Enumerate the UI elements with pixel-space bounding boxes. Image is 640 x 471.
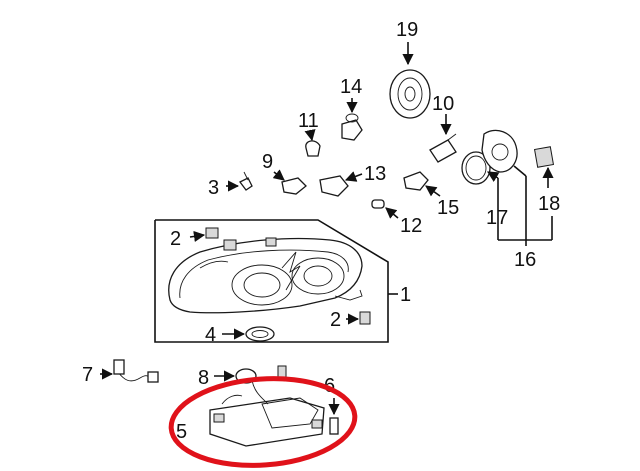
hid-bulb-10 <box>429 114 457 163</box>
callout-9: 9 <box>262 151 273 173</box>
bulb-14 <box>341 98 363 141</box>
callout-4: 4 <box>205 324 216 346</box>
callout-3: 3 <box>208 177 219 199</box>
ballast-unit-5 <box>209 365 325 447</box>
gasket-ring <box>222 326 275 342</box>
callout-11: 11 <box>298 110 319 132</box>
callout-8: 8 <box>198 367 209 389</box>
callout-16: 16 <box>514 249 536 271</box>
clip-upper <box>189 227 219 242</box>
seal-ring-17 <box>461 151 500 236</box>
callout-12: 12 <box>400 215 422 237</box>
callout-5: 5 <box>176 421 187 443</box>
wire-harness-7 <box>100 359 159 383</box>
callout-17: 17 <box>486 207 508 229</box>
bulb-12 <box>371 199 399 219</box>
callout-14: 14 <box>340 76 362 98</box>
callout-10: 10 <box>432 93 454 115</box>
callout-2-upper: 2 <box>170 228 181 250</box>
callout-13: 13 <box>364 163 386 185</box>
callout-7: 7 <box>82 364 93 386</box>
callout-19: 19 <box>396 19 418 41</box>
socket-13 <box>319 171 363 197</box>
label-card-18 <box>533 146 555 188</box>
bolt-6 <box>328 398 340 435</box>
clip-lower <box>346 311 371 325</box>
callout-18: 18 <box>538 193 560 215</box>
bracket-16 <box>497 165 553 246</box>
headlight-housing <box>168 237 363 314</box>
socket-9 <box>272 169 307 195</box>
callout-1: 1 <box>400 284 411 306</box>
cover-cap-19 <box>389 42 431 119</box>
red-highlight-circle <box>168 376 358 468</box>
adjuster-screw <box>226 171 253 192</box>
callout-15: 15 <box>437 197 459 219</box>
socket-15 <box>403 171 441 197</box>
headlight-assembly-frame <box>154 219 398 343</box>
callout-2-lower: 2 <box>330 309 341 331</box>
rear-cover-16 <box>481 129 518 173</box>
bulb-11 <box>304 129 321 157</box>
